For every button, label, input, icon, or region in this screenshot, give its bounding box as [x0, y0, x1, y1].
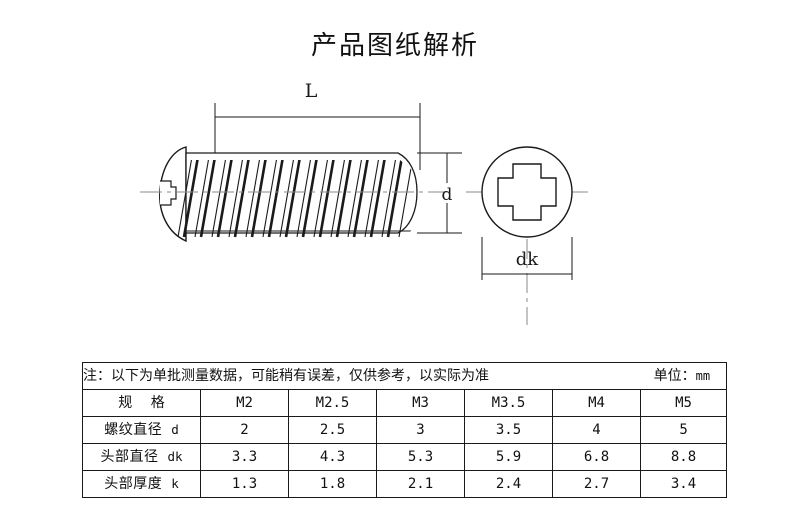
column-header-m5: M5 — [639, 389, 728, 417]
dimension-label-dk: dk — [516, 249, 540, 270]
cell-value: 5.9 — [464, 443, 553, 471]
cell-value: 3.4 — [639, 470, 728, 498]
column-header-m2-5: M2.5 — [288, 389, 377, 417]
cell-value: 1.3 — [200, 470, 289, 498]
cell-value: 2 — [200, 416, 289, 444]
cell-value: 2.1 — [376, 470, 465, 498]
unit-prefix: 单位： — [653, 368, 696, 384]
cell-value: 2.5 — [288, 416, 377, 444]
row-label-text: 头部直径 — [100, 449, 159, 465]
column-header-m4: M4 — [552, 389, 641, 417]
cell-value: 5.3 — [376, 443, 465, 471]
note-cell: 注：以下为单批测量数据，可能稍有误差，仅供参考，以实际为准 单位：mm — [81, 362, 728, 390]
screw-head-top-view: dk — [466, 146, 592, 325]
row-label-head-thickness: 头部厚度 k — [82, 470, 201, 498]
cell-value: 6.8 — [552, 443, 641, 471]
cell-value: 4.3 — [288, 443, 377, 471]
spec-table-container: 注：以下为单批测量数据，可能稍有误差，仅供参考，以实际为准 单位：mm 规 格 … — [81, 362, 728, 498]
cell-value: 3.5 — [464, 416, 553, 444]
screw-side-view: L — [140, 80, 462, 243]
dimension-label-L: L — [305, 80, 318, 102]
table-row: 头部直径 dk 3.3 4.3 5.3 5.9 6.8 8.8 — [82, 443, 728, 471]
table-row: 螺纹直径 d 2 2.5 3 3.5 4 5 — [82, 416, 728, 444]
page-title: 产品图纸解析 — [310, 31, 479, 61]
row-label-symbol: dk — [167, 449, 183, 464]
note-text: 注：以下为单批测量数据，可能稍有误差，仅供参考，以实际为准 — [83, 368, 489, 384]
cell-value: 3.3 — [200, 443, 289, 471]
technical-drawing: L — [0, 75, 790, 335]
row-label-thread-diameter: 螺纹直径 d — [82, 416, 201, 444]
dimension-label-d: d — [442, 185, 453, 205]
row-label-symbol: k — [171, 476, 179, 491]
column-header-m2: M2 — [200, 389, 289, 417]
cell-value: 8.8 — [639, 443, 728, 471]
cell-value: 2.4 — [464, 470, 553, 498]
cell-value: 4 — [552, 416, 641, 444]
row-label-text: 头部厚度 — [104, 476, 163, 492]
column-header-m3-5: M3.5 — [464, 389, 553, 417]
unit-label: 单位：mm — [654, 363, 726, 389]
cell-value: 2.7 — [552, 470, 641, 498]
table-note-row: 注：以下为单批测量数据，可能稍有误差，仅供参考，以实际为准 单位：mm — [81, 362, 728, 390]
cell-value: 3 — [376, 416, 465, 444]
table-header-row: 规 格 M2 M2.5 M3 M3.5 M4 M5 — [82, 389, 728, 417]
unit-value: mm — [695, 369, 711, 383]
spec-header-cell: 规 格 — [82, 389, 201, 417]
table-row: 头部厚度 k 1.3 1.8 2.1 2.4 2.7 3.4 — [82, 470, 728, 498]
phillips-cross-recess — [497, 163, 557, 221]
row-label-symbol: d — [171, 422, 179, 437]
cell-value: 5 — [639, 416, 728, 444]
row-label-text: 螺纹直径 — [104, 422, 163, 438]
row-label-head-diameter: 头部直径 dk — [82, 443, 201, 471]
cell-value: 1.8 — [288, 470, 377, 498]
spec-table: 注：以下为单批测量数据，可能稍有误差，仅供参考，以实际为准 单位：mm 规 格 … — [81, 362, 728, 498]
column-header-m3: M3 — [376, 389, 465, 417]
